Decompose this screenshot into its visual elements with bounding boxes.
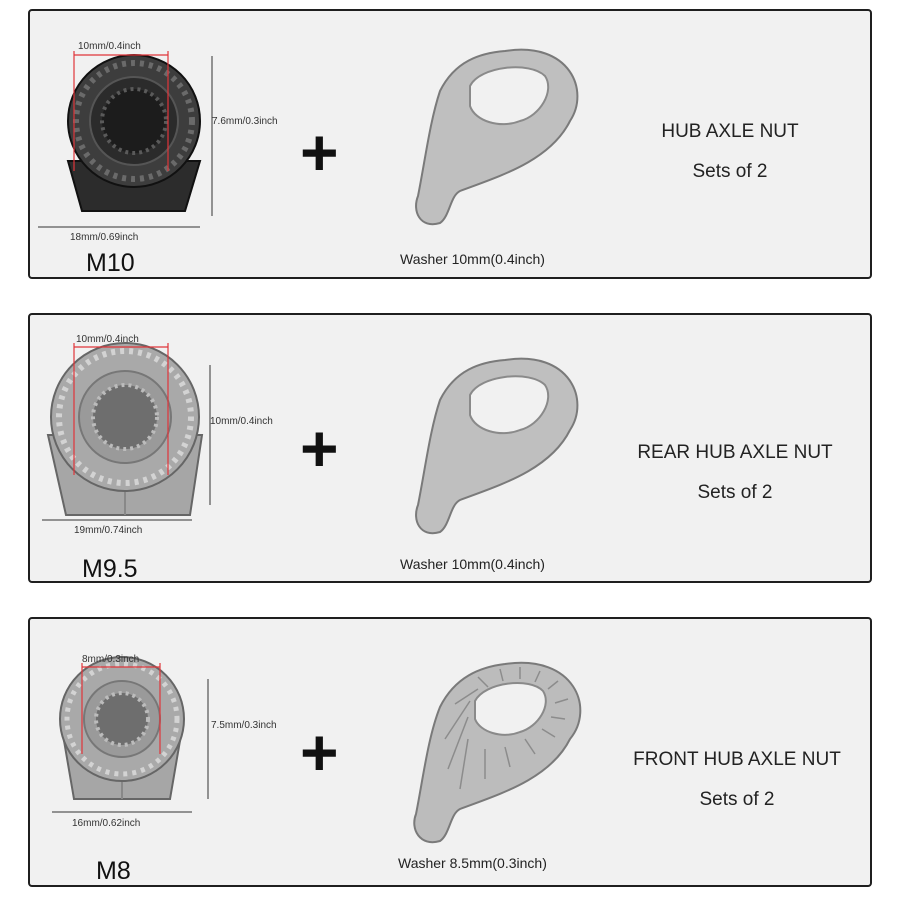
panel-art xyxy=(38,48,579,228)
width-dimension-label: 16mm/0.62inch xyxy=(72,818,141,829)
thread-dimension-line xyxy=(81,663,161,754)
thread-dimension-label: 8mm/0.3inch xyxy=(82,654,140,665)
panel-art xyxy=(52,656,582,844)
thread-dimension-label: 10mm/0.4inch xyxy=(76,334,139,345)
height-dimension-label: 7.5mm/0.3inch xyxy=(211,720,277,731)
nut-size-label: M9.5 xyxy=(82,555,138,583)
product-subtitle: Sets of 2 xyxy=(692,161,768,182)
product-title: FRONT HUB AXLE NUT xyxy=(633,749,841,770)
product-title: HUB AXLE NUT xyxy=(661,121,799,142)
flange-nut-icon xyxy=(66,54,202,212)
nut-size-label: M8 xyxy=(96,857,131,885)
product-subtitle: Sets of 2 xyxy=(697,482,773,503)
thread-dimension-label: 10mm/0.4inch xyxy=(78,41,141,52)
product-panel-rear-hub-axle-nut: 10mm/0.4inch 10mm/0.4inch 19mm/0.74inch … xyxy=(28,313,872,583)
plus-icon: + xyxy=(300,715,339,789)
height-dimension-label: 7.6mm/0.3inch xyxy=(212,116,278,127)
plus-icon: + xyxy=(300,411,339,485)
product-title: REAR HUB AXLE NUT xyxy=(637,442,833,463)
washer-icon xyxy=(415,357,579,535)
width-dimension-label: 19mm/0.74inch xyxy=(74,525,143,536)
product-subtitle: Sets of 2 xyxy=(699,789,775,810)
washer-icon xyxy=(413,661,582,844)
thread-dimension-line xyxy=(73,343,169,475)
thread-dimension-line xyxy=(73,51,169,171)
washer-icon xyxy=(415,48,579,226)
nut-size-label: M10 xyxy=(86,249,135,277)
panel-art xyxy=(42,342,579,535)
flange-nut-icon xyxy=(59,656,185,800)
width-dimension-label: 18mm/0.69inch xyxy=(70,232,139,243)
washer-caption: Washer 10mm(0.4inch) xyxy=(400,556,545,572)
height-dimension-label: 10mm/0.4inch xyxy=(210,416,273,427)
product-panel-hub-axle-nut: 10mm/0.4inch 7.6mm/0.3inch 18mm/0.69inch… xyxy=(28,9,872,279)
product-panel-front-hub-axle-nut: 8mm/0.3inch 7.5mm/0.3inch 16mm/0.62inch … xyxy=(28,617,872,887)
plus-icon: + xyxy=(300,115,339,189)
washer-caption: Washer 8.5mm(0.3inch) xyxy=(398,855,547,871)
washer-caption: Washer 10mm(0.4inch) xyxy=(400,251,545,267)
flange-nut-icon xyxy=(46,342,204,516)
